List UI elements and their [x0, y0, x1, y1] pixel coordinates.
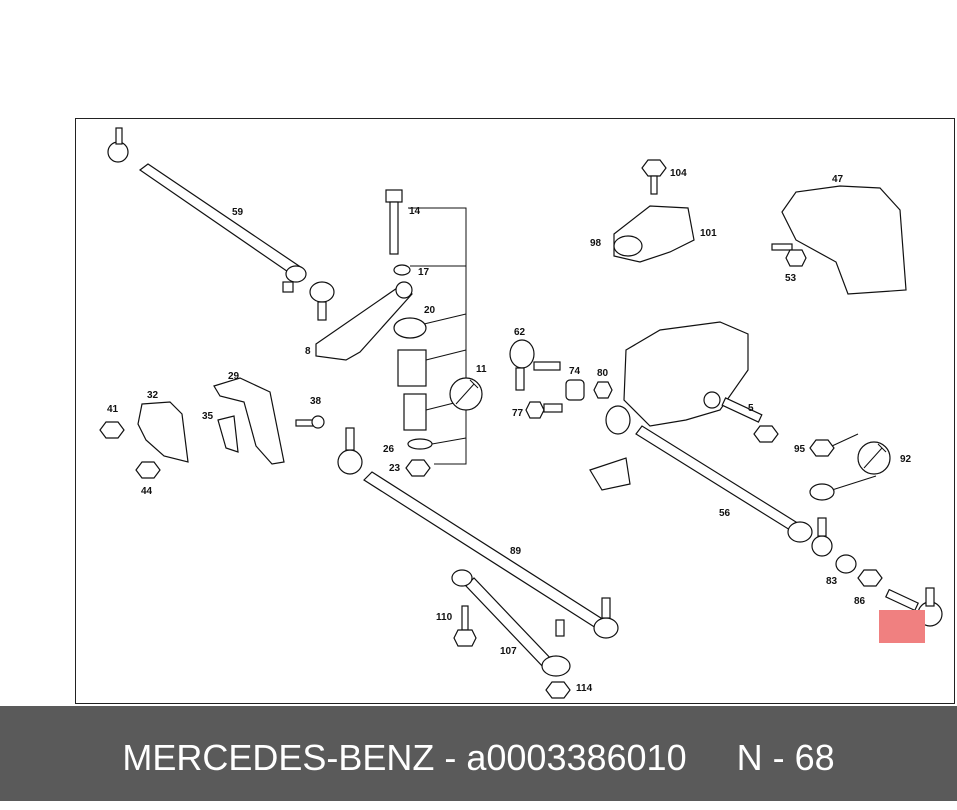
parts-diagram: 59 14 17 20 8 11 26 23 104 101 98 47 53 …	[99, 127, 943, 699]
tie-rod-59	[107, 127, 335, 321]
label-83: 83	[826, 576, 838, 587]
label-98: 98	[590, 238, 602, 249]
tie-rod-56	[605, 405, 833, 557]
bracket-35	[217, 415, 239, 453]
bolt-14	[385, 189, 403, 255]
separator: -	[434, 737, 467, 778]
label-14: 14	[409, 206, 421, 217]
label-35: 35	[202, 411, 214, 422]
label-5: 5	[748, 403, 754, 414]
bushing-20	[393, 317, 427, 339]
label-95: 95	[794, 444, 806, 455]
label-92: 92	[900, 454, 912, 465]
wrench-symbol-92	[857, 441, 891, 475]
label-29: 29	[228, 371, 240, 382]
nut-95	[809, 439, 835, 457]
bearing-assembly-11	[397, 349, 427, 431]
spacer	[687, 737, 737, 779]
label-41: 41	[107, 404, 119, 415]
nut-23	[405, 459, 431, 477]
bushing-74	[565, 379, 585, 401]
label-26: 26	[383, 444, 395, 455]
bolt-110	[453, 605, 477, 647]
pitman-arm-8	[315, 281, 413, 361]
highlight-box-68	[879, 610, 925, 643]
rod-107	[451, 569, 571, 677]
bracket-98-101	[613, 205, 695, 263]
bolt-77	[525, 401, 563, 419]
label-101: 101	[700, 228, 717, 239]
bolt-104	[641, 159, 667, 195]
label-23: 23	[389, 463, 401, 474]
label-114: 114	[576, 683, 593, 694]
steering-gear-box	[589, 321, 749, 491]
label-20: 20	[424, 305, 436, 316]
label-77: 77	[512, 408, 524, 419]
nut-114	[545, 681, 571, 699]
label-107: 107	[500, 646, 517, 657]
label-74: 74	[569, 366, 581, 377]
tie-rod-end-62	[509, 339, 561, 391]
bracket-29	[213, 377, 285, 465]
bracket-32	[137, 401, 189, 463]
label-59: 59	[232, 207, 244, 218]
footer-caption: MERCEDES-BENZ - a0003386010 N - 68	[0, 706, 957, 810]
part-number: a0003386010	[466, 737, 687, 778]
label-53: 53	[785, 273, 797, 284]
label-44: 44	[141, 486, 153, 497]
washer-83	[835, 554, 857, 574]
screw-38	[295, 415, 325, 429]
brand-name: MERCEDES-BENZ	[122, 737, 435, 778]
bushing-92	[809, 483, 835, 501]
footer-bar: MERCEDES-BENZ - a0003386010 N - 68	[0, 706, 957, 801]
label-11: 11	[476, 364, 487, 375]
label-17: 17	[418, 267, 430, 278]
wrench-symbol-11	[449, 377, 483, 411]
label-62: 62	[514, 327, 526, 338]
nut-41	[99, 421, 125, 439]
label-8: 8	[305, 346, 311, 357]
label-110: 110	[436, 612, 453, 623]
nut-86	[857, 569, 883, 587]
nut-44	[135, 461, 161, 479]
drag-link-89	[337, 427, 619, 639]
diagram-reference: N - 68	[736, 737, 835, 778]
label-32: 32	[147, 390, 159, 401]
label-86: 86	[854, 596, 866, 607]
diagram-frame	[75, 118, 955, 704]
bolt-5	[721, 397, 779, 443]
washer-17	[393, 264, 411, 276]
label-104: 104	[670, 168, 687, 179]
label-56: 56	[719, 508, 731, 519]
label-47: 47	[832, 174, 844, 185]
washer-26	[407, 438, 433, 450]
nut-80	[593, 381, 613, 399]
bracket-47	[781, 185, 907, 295]
label-80: 80	[597, 368, 609, 379]
label-38: 38	[310, 396, 322, 407]
bolt-53	[771, 243, 807, 267]
label-89: 89	[510, 546, 522, 557]
